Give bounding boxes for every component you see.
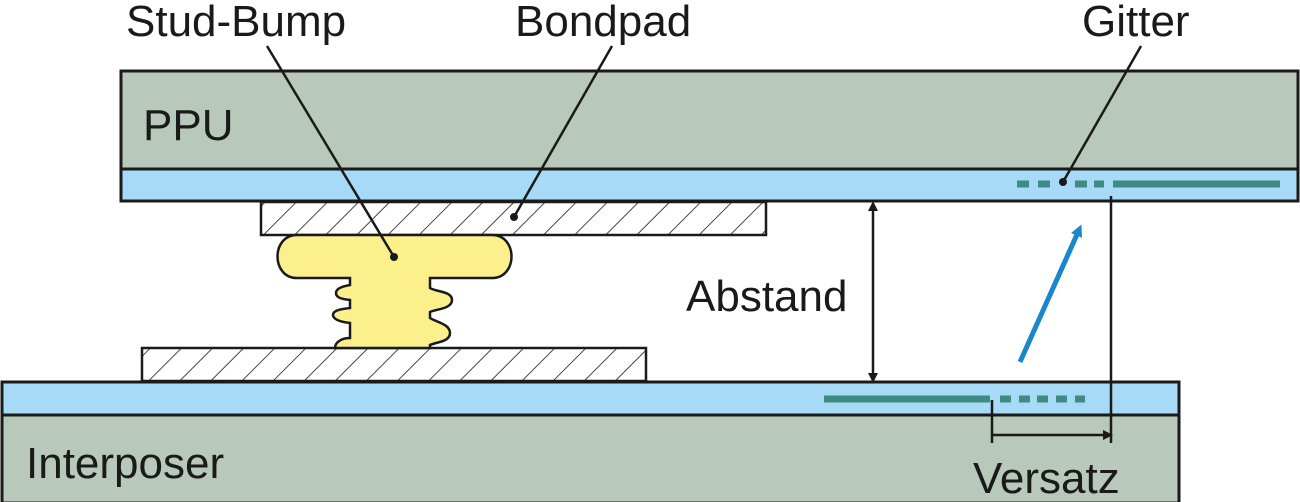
leader-stud-bump	[265, 45, 396, 258]
label-ppu: PPU	[143, 101, 233, 150]
label-interposer: Interposer	[26, 439, 224, 488]
interposer-substrate	[0, 413, 1181, 502]
leader-dot-stud-bump	[390, 253, 398, 261]
label-bondpad: Bondpad	[515, 0, 691, 46]
ppu-substrate	[119, 69, 1300, 171]
stud-bump	[276, 233, 513, 350]
light-path-arrow	[1017, 224, 1083, 364]
leader-gitter	[1061, 45, 1143, 183]
leader-bondpad	[512, 45, 614, 218]
leader-dot-bondpad	[510, 213, 518, 221]
bondpad-bottom	[140, 346, 648, 383]
label-stud-bump: Stud-Bump	[126, 0, 346, 46]
label-gitter: Gitter	[1082, 0, 1190, 46]
label-versatz: Versatz	[973, 454, 1120, 502]
bondpad-top	[259, 200, 768, 237]
label-abstand: Abstand	[686, 272, 847, 321]
leader-dot-gitter	[1059, 178, 1067, 186]
